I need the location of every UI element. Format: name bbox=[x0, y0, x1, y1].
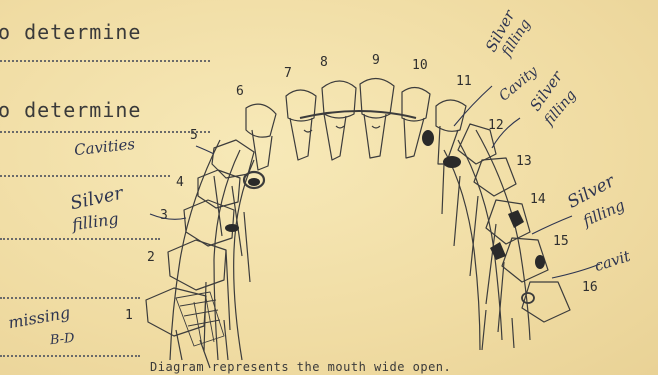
tooth-9-root bbox=[364, 114, 386, 158]
leader-silver-left bbox=[150, 214, 186, 219]
leader-cavities-left bbox=[196, 146, 214, 154]
tooth-5-crown bbox=[212, 140, 254, 178]
incisor-mark-3 bbox=[304, 130, 312, 132]
tooth-10-root bbox=[404, 118, 424, 158]
leader-cavity-top bbox=[454, 86, 492, 126]
filling-tooth-15b bbox=[535, 255, 545, 269]
tooth-7-root bbox=[290, 118, 312, 160]
left-mid-arch bbox=[214, 150, 240, 360]
filling-tooth-10 bbox=[422, 130, 434, 146]
tooth-1-crown bbox=[146, 288, 206, 336]
filling-tooth-12 bbox=[443, 156, 461, 168]
left-outer-arch bbox=[170, 140, 220, 360]
leader-cavity-right bbox=[552, 264, 600, 278]
left-inner-arch bbox=[234, 160, 254, 360]
tooth-8-root bbox=[324, 114, 346, 160]
filling-tooth-14 bbox=[508, 210, 524, 228]
filling-tooth-4 bbox=[248, 178, 260, 186]
incisor-mark-2 bbox=[372, 126, 380, 128]
tooth-16-ring bbox=[522, 293, 534, 303]
leader-silver-right-lower bbox=[532, 216, 572, 234]
tooth-3-crown bbox=[184, 200, 234, 246]
filling-tooth-3 bbox=[225, 224, 239, 232]
incisor-mark-1 bbox=[336, 126, 344, 128]
tooth-6-crown bbox=[246, 104, 276, 137]
leader-silver-right-upper bbox=[492, 118, 520, 148]
incisal-band bbox=[300, 111, 416, 118]
